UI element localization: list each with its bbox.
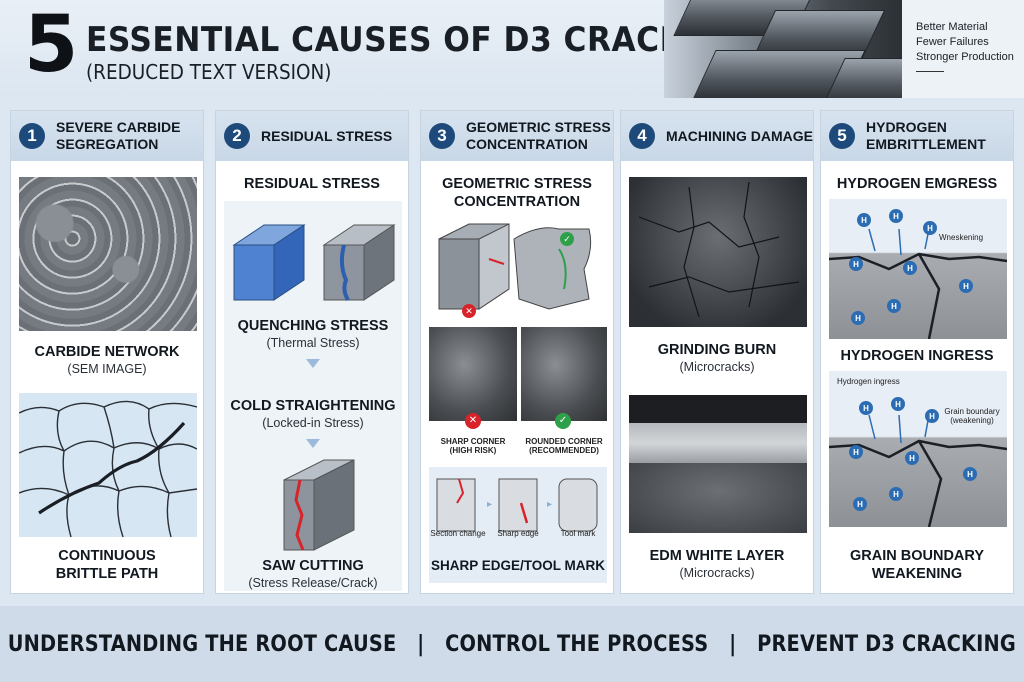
- rounded-corner-photo: [521, 327, 607, 421]
- image-subtitle-2: (Microcracks): [679, 566, 755, 580]
- section-heading-2: HYDROGEN INGRESS: [840, 348, 994, 364]
- cause-column-4: 4 Machining Damage GRINDING BURN (Microc…: [620, 110, 814, 594]
- hydrogen-atom-icon: H: [849, 445, 863, 459]
- hydrogen-atom-icon: H: [857, 213, 871, 227]
- grinding-burn-photo: [629, 177, 807, 327]
- image-title: GRINDING BURN: [657, 342, 777, 358]
- number-badge: 2: [224, 123, 250, 149]
- hydrogen-atom-icon: H: [959, 279, 973, 293]
- rounded-corner-check-icon: ✓: [555, 413, 571, 429]
- section-change-label: Section change: [430, 529, 486, 538]
- hydrogen-emgress-diagram: H H H H H H H H Wneskening: [829, 199, 1007, 339]
- footer-text: UNDERSTANDING THE ROOT CAUSE | CONTROL T…: [7, 631, 1017, 657]
- tool-mark-panel: ▸ ▸ Section change Sharp edge Tool mark …: [429, 467, 607, 583]
- hydrogen-atom-icon: H: [963, 467, 977, 481]
- arrow-down-icon: [306, 439, 320, 448]
- hydrogen-atom-icon: H: [903, 261, 917, 275]
- step-sub-2: (Locked-in Stress): [262, 416, 364, 430]
- hydrogen-atom-icon: H: [891, 397, 905, 411]
- step-title-2: COLD STRAIGHTENING: [230, 398, 396, 414]
- number-badge: 3: [429, 123, 455, 149]
- hydrogen-atom-icon: H: [925, 409, 939, 423]
- annotation-grain-boundary: Grain boundary (weakening): [944, 407, 1000, 425]
- svg-text:✕: ✕: [465, 307, 473, 317]
- number-badge: 4: [629, 123, 655, 149]
- image-title-2: CONTINUOUS BRITTLE PATH: [55, 548, 159, 582]
- header: 5 ESSENTIAL CAUSES OF D3 CRACKING (REDUC…: [0, 0, 1024, 98]
- column-title: Residual Stress: [261, 127, 393, 144]
- column-title: Geometric Stress Concentration: [466, 119, 611, 152]
- section-heading: GEOMETRIC STRESS CONCENTRATION: [442, 176, 592, 210]
- hydrogen-atom-icon: H: [853, 497, 867, 511]
- cause-column-3: 3 Geometric Stress Concentration GEOMETR…: [420, 110, 614, 594]
- tagline-1: Better Material: [916, 21, 988, 33]
- sem-carbide-image: [19, 177, 197, 331]
- cause-column-1: 1 Severe Carbide Segregation CARBIDE NET…: [10, 110, 204, 594]
- section-heading: RESIDUAL STRESS: [244, 176, 380, 192]
- sharp-edge-label: Sharp edge: [497, 529, 539, 538]
- annotation-wneskening: Wneskening: [939, 233, 984, 242]
- page-subtitle: (REDUCED TEXT VERSION): [86, 60, 332, 84]
- column-title: Hydrogen Embrittlement: [866, 119, 986, 152]
- step-sub-3: (Stress Release/Crack): [248, 576, 378, 590]
- page-title: ESSENTIAL CAUSES OF D3 CRACKING: [86, 20, 750, 60]
- column-header: 3 Geometric Stress Concentration: [421, 111, 613, 161]
- column-header: 1 Severe Carbide Segregation: [11, 111, 203, 161]
- step-sub-1: (Thermal Stress): [266, 336, 360, 350]
- arrow-down-icon: [306, 359, 320, 368]
- section-heading-3: GRAIN BOUNDARY WEAKENING: [850, 548, 984, 582]
- sharp-corner-label: SHARP CORNER(HIGH RISK): [440, 437, 506, 455]
- number-badge: 1: [19, 123, 45, 149]
- edm-white-layer-photo: [629, 395, 807, 533]
- svg-text:▸: ▸: [547, 499, 552, 510]
- hydrogen-atom-icon: H: [889, 209, 903, 223]
- hydrogen-atom-icon: H: [923, 221, 937, 235]
- column-title: Severe Carbide Segregation: [56, 119, 181, 152]
- footer-banner: UNDERSTANDING THE ROOT CAUSE | CONTROL T…: [0, 606, 1024, 682]
- hydrogen-atom-icon: H: [905, 451, 919, 465]
- tagline-2: Fewer Failures: [916, 36, 989, 48]
- image-title-2: EDM WHITE LAYER: [649, 548, 785, 564]
- annotation-hydrogen-ingress: Hydrogen ingress: [837, 377, 900, 386]
- image-subtitle: (SEM IMAGE): [67, 362, 147, 376]
- svg-text:✓: ✓: [563, 235, 571, 245]
- column-header: 4 Machining Damage: [621, 111, 813, 161]
- image-subtitle: (Microcracks): [679, 360, 755, 374]
- stress-process-panel: QUENCHING STRESS (Thermal Stress) COLD S…: [224, 201, 402, 591]
- hydrogen-atom-icon: H: [887, 299, 901, 313]
- cause-column-2: 2 Residual Stress RESIDUAL STRESS QUENCH…: [215, 110, 409, 594]
- svg-text:▸: ▸: [487, 499, 492, 510]
- hydrogen-atom-icon: H: [851, 311, 865, 325]
- sharp-corner-x-icon: ✕: [465, 413, 481, 429]
- tool-mark-label: Tool mark: [560, 529, 596, 538]
- column-header: 2 Residual Stress: [216, 111, 408, 161]
- column-header: 5 Hydrogen Embrittlement: [821, 111, 1013, 161]
- steel-bars-photo: [664, 0, 902, 98]
- tagline-rule: [916, 71, 944, 72]
- hydrogen-atom-icon: H: [889, 487, 903, 501]
- rounded-corner-label: ROUNDED CORNER(RECOMMENDED): [525, 437, 603, 455]
- tagline-3: Stronger Production: [916, 51, 1014, 63]
- hydrogen-atom-icon: H: [859, 401, 873, 415]
- column-title: Machining Damage: [666, 127, 813, 144]
- hydrogen-atom-icon: H: [849, 257, 863, 271]
- step-title-3: SAW CUTTING: [262, 558, 364, 574]
- brittle-path-diagram: [19, 393, 197, 537]
- corner-comparison-diagram: ✕ ✓: [438, 223, 592, 318]
- section-heading-1: HYDROGEN EMGRESS: [836, 176, 998, 192]
- step-title-1: QUENCHING STRESS: [237, 318, 389, 334]
- tool-mark-title: SHARP EDGE/TOOL MARK: [430, 558, 606, 573]
- header-number: 5: [24, 0, 79, 90]
- cause-column-5: 5 Hydrogen Embrittlement HYDROGEN EMGRES…: [820, 110, 1014, 594]
- tagline-box: Better Material Fewer Failures Stronger …: [902, 0, 1024, 98]
- hydrogen-ingress-diagram: Hydrogen ingress Grain boundary (weakeni…: [829, 371, 1007, 527]
- image-title: CARBIDE NETWORK: [34, 344, 180, 360]
- sharp-corner-photo: [429, 327, 517, 421]
- number-badge: 5: [829, 123, 855, 149]
